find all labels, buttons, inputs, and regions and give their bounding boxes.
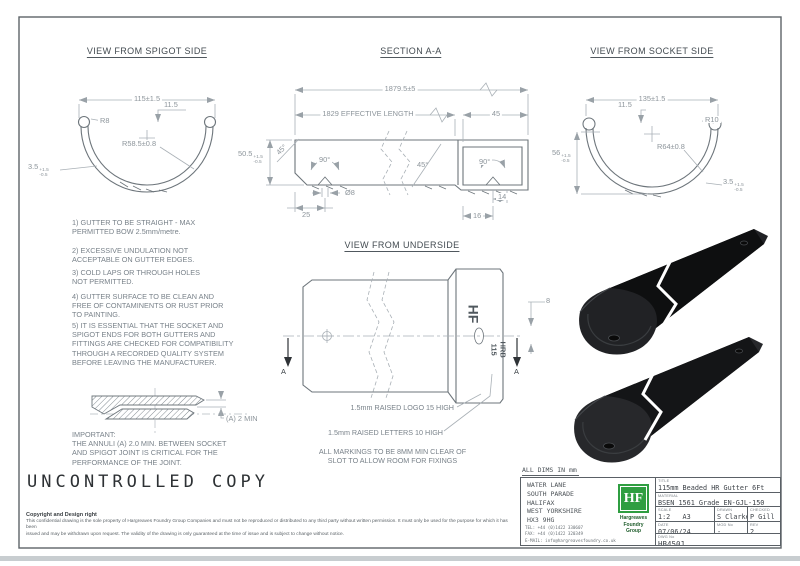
- dim-spigot-radius: R58.5±0.8: [120, 139, 159, 148]
- label-scale: SCALE: [658, 508, 672, 512]
- cell-title: TITLE 115mm Beaded HR Gutter 6Ft: [655, 478, 780, 492]
- dim-section-16: 16: [471, 211, 484, 220]
- note-5: 5) IT IS ESSENTIAL THAT THE SOCKET AND S…: [72, 321, 234, 367]
- company-name: Hargreaves Foundry Group: [619, 515, 648, 534]
- cell-mod: MOD No -: [714, 521, 747, 533]
- underside-details: [283, 271, 545, 432]
- note-3: 3) COLD LAPS OR THROUGH HOLES NOT PERMIT…: [72, 268, 200, 287]
- dim-section-effective: 1829 EFFECTIVE LENGTH: [320, 109, 416, 118]
- iso-render-socket-gutter: [579, 229, 768, 355]
- joint-detail: [90, 388, 250, 436]
- sheet-border: [18, 16, 782, 549]
- cell-scale: SCALE 1:2 A3: [655, 506, 714, 521]
- view-title-underside: VIEW FROM UNDERSIDE: [344, 240, 460, 252]
- spigot-outline: [77, 115, 217, 193]
- iso-render-spigot-gutter: [574, 337, 763, 463]
- callout-raised-logo: 1.5mm RAISED LOGO 15 HIGH: [350, 403, 454, 412]
- dim-socket-radius: R64±0.8: [655, 142, 687, 151]
- label-title: TITLE: [658, 479, 670, 483]
- dim-spigot-thickness: 3.5+1.5-0.5: [28, 162, 49, 179]
- value-material: BSEN 1561 Grade EN-GJL-150: [658, 499, 765, 506]
- copyright-body: This confidential drawing is the sole pr…: [26, 519, 508, 537]
- underside-section-arrows: [284, 338, 521, 367]
- dim-socket-width: 135±1.5: [636, 94, 668, 103]
- note-2: 2) EXCESSIVE UNDULATION NOT ACCEPTABLE O…: [72, 246, 195, 265]
- label-material: MATERIAL: [658, 494, 679, 498]
- dim-section-countersink-left: 90°: [317, 155, 333, 164]
- dim-section-hole-offset: 25: [300, 210, 313, 219]
- dim-socket-height: 56+1.5-0.5: [552, 148, 571, 165]
- label-date: DATE: [658, 523, 669, 527]
- label-checked: CHECKED: [750, 508, 770, 512]
- cell-date: DATE 07/06/24: [655, 521, 714, 533]
- dim-spigot-width: 115±1.5: [131, 94, 163, 103]
- dim-spigot-bead-radius: R8: [98, 116, 112, 125]
- cell-rev: REV 2: [747, 521, 780, 533]
- view-title-socket: VIEW FROM SOCKET SIDE: [590, 46, 714, 58]
- hf-logo: HF: [618, 484, 649, 513]
- dim-spigot-offset: 11.5: [164, 100, 178, 109]
- label-drawn: DRAWN: [717, 508, 733, 512]
- dim-underside-clearance: 8: [546, 296, 551, 305]
- title-block: WATER LANE SOUTH PARADE HALIFAX WEST YOR…: [520, 477, 781, 546]
- dim-socket-bead-radius: R10: [703, 115, 721, 124]
- company-address: WATER LANE SOUTH PARADE HALIFAX WEST YOR…: [527, 481, 582, 525]
- value-date: 07/06/24: [658, 528, 691, 533]
- dim-section-chamfer-mid: 45°: [417, 160, 429, 169]
- view-title-section: SECTION A-A: [380, 46, 442, 58]
- dim-section-height: 50.5+1.5-0.5: [238, 149, 263, 166]
- label-dwg: DWG No: [658, 535, 675, 539]
- value-mod: -: [717, 528, 722, 533]
- dim-socket-thickness: 3.5+1.5-0.5: [723, 177, 744, 194]
- section-dims: [266, 82, 529, 220]
- cell-checked: CHECKED P Gill: [747, 506, 780, 521]
- value-dwg: HB4501: [658, 540, 686, 545]
- socket-dims: [574, 97, 723, 195]
- cell-dwg: DWG No HB4501: [655, 533, 780, 545]
- label-rev: REV: [750, 523, 759, 527]
- label-mod: MOD No: [717, 523, 733, 527]
- value-checked: P Gill: [750, 513, 775, 521]
- section-outline: [294, 139, 529, 195]
- section-marker-a-right: A: [514, 367, 519, 376]
- dim-section-overall: 1879.5±5: [382, 84, 418, 93]
- hf-monogram: HF: [620, 486, 647, 511]
- dim-section-countersink-right: 90°: [477, 157, 493, 166]
- view-title-spigot: VIEW FROM SPIGOT SIDE: [86, 46, 208, 58]
- value-title: 115mm Beaded HR Gutter 6Ft: [658, 484, 765, 492]
- cast-hf-logo-mark: HF: [465, 304, 482, 324]
- cell-drawn: DRAWN S Clarke: [714, 506, 747, 521]
- value-scale: 1:2 A3: [658, 513, 691, 521]
- note-markings-clearance: ALL MARKINGS TO BE 8MM MIN CLEAR OF SLOT…: [318, 447, 467, 465]
- note-4: 4) GUTTER SURFACE TO BE CLEAN AND FREE O…: [72, 292, 224, 320]
- dim-socket-offset: 11.5: [618, 100, 632, 109]
- all-dims-note: ALL DIMS IN mm: [522, 466, 579, 476]
- cell-material: MATERIAL BSEN 1561 Grade EN-GJL-150: [655, 492, 780, 506]
- company-contact: TEL: +44 (0)1422 330607 FAX: +44 (0)1422…: [525, 525, 616, 543]
- value-drawn: S Clarke: [717, 513, 747, 521]
- section-marker-a-left: A: [281, 367, 286, 376]
- uncontrolled-copy-stamp: UNCONTROLLED COPY: [27, 472, 269, 492]
- dim-section-socket-length: 45: [489, 109, 503, 118]
- important-note: IMPORTANT: THE ANNULI (A) 2.0 MIN. BETWE…: [72, 430, 227, 467]
- callout-raised-letters: 1.5mm RAISED LETTERS 10 HIGH: [327, 428, 443, 437]
- cast-hrb-115-mark: HRB 115: [490, 341, 508, 358]
- dim-section-14: 14: [496, 192, 509, 201]
- dim-section-hole-dia: Ø8: [345, 188, 355, 197]
- copyright-heading: Copyright and Design right: [26, 512, 97, 518]
- note-1: 1) GUTTER TO BE STRAIGHT - MAX PERMITTED…: [72, 218, 196, 237]
- spigot-dims: [59, 97, 216, 171]
- value-rev: 2: [750, 528, 755, 533]
- screen-bottom-band: [0, 556, 800, 561]
- annulus-label: (A) 2 MIN: [226, 414, 258, 423]
- section-breaks: [380, 130, 411, 196]
- socket-outline: [582, 117, 722, 198]
